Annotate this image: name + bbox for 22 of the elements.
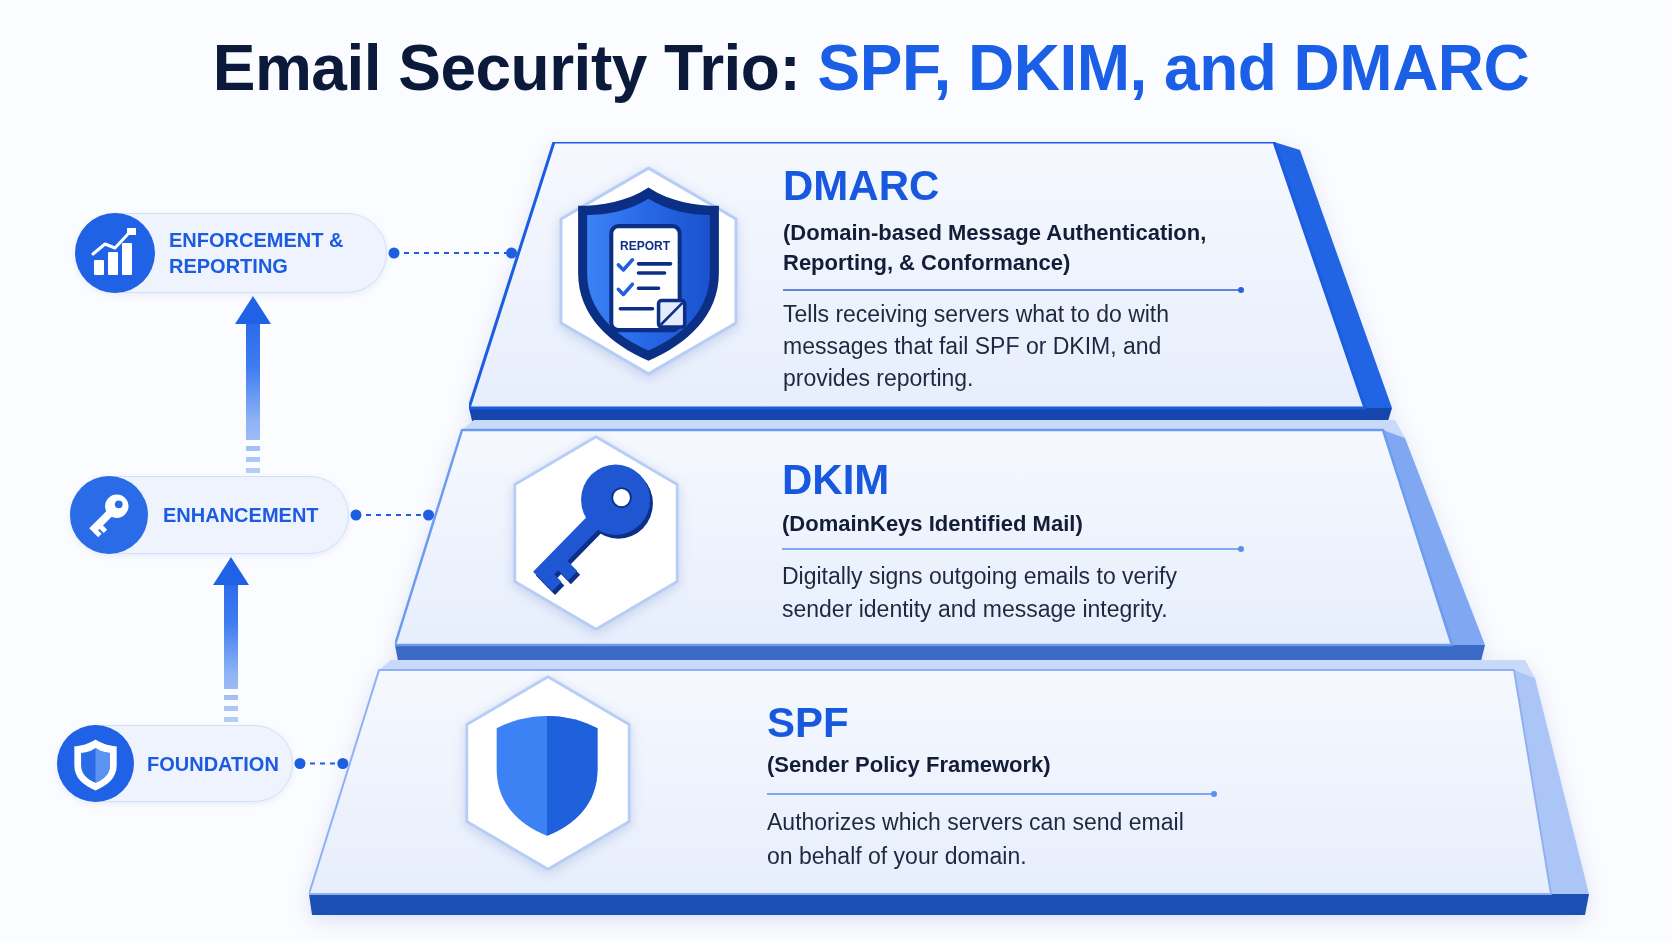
tier-heading: DKIM (782, 456, 890, 504)
stage-pill (75, 213, 387, 293)
diagram-title: Email Security Trio: SPF, DKIM, and DMARC (212, 31, 1530, 106)
tier-heading: SPF (767, 699, 849, 747)
tier-heading: DMARC (783, 162, 940, 210)
dotted-connector (350, 509, 434, 521)
dotted-connector (388, 247, 518, 259)
dotted-connector (294, 758, 349, 769)
tier-description: Tells receiving servers what to do with messages that fail SPF or DKIM, and provides reporting. (783, 300, 1171, 393)
document-label: REPORT (620, 239, 670, 253)
tier-subtitle: (Sender Policy Framework) (767, 751, 1051, 779)
tier-description: Digitally signs outgoing emails to verify sender identity and message integrity. (782, 562, 1178, 624)
stage-pill (57, 725, 293, 802)
stage-label: ENHANCEMENT (163, 503, 319, 528)
tier-description: Authorizes which servers can send email on behalf of your domain. (767, 808, 1185, 871)
stage-pill (70, 476, 349, 554)
block-arrow (235, 296, 271, 473)
tier-subtitle: (DomainKeys Identified Mail) (782, 510, 1083, 538)
stage-label: ENFORCEMENT & REPORTING (169, 228, 345, 279)
block-arrow (213, 557, 249, 722)
stage-label: FOUNDATION (147, 751, 279, 777)
tier-subtitle: (Domain-based Message Authentication, Reporting, & Conformance) (783, 219, 1208, 277)
